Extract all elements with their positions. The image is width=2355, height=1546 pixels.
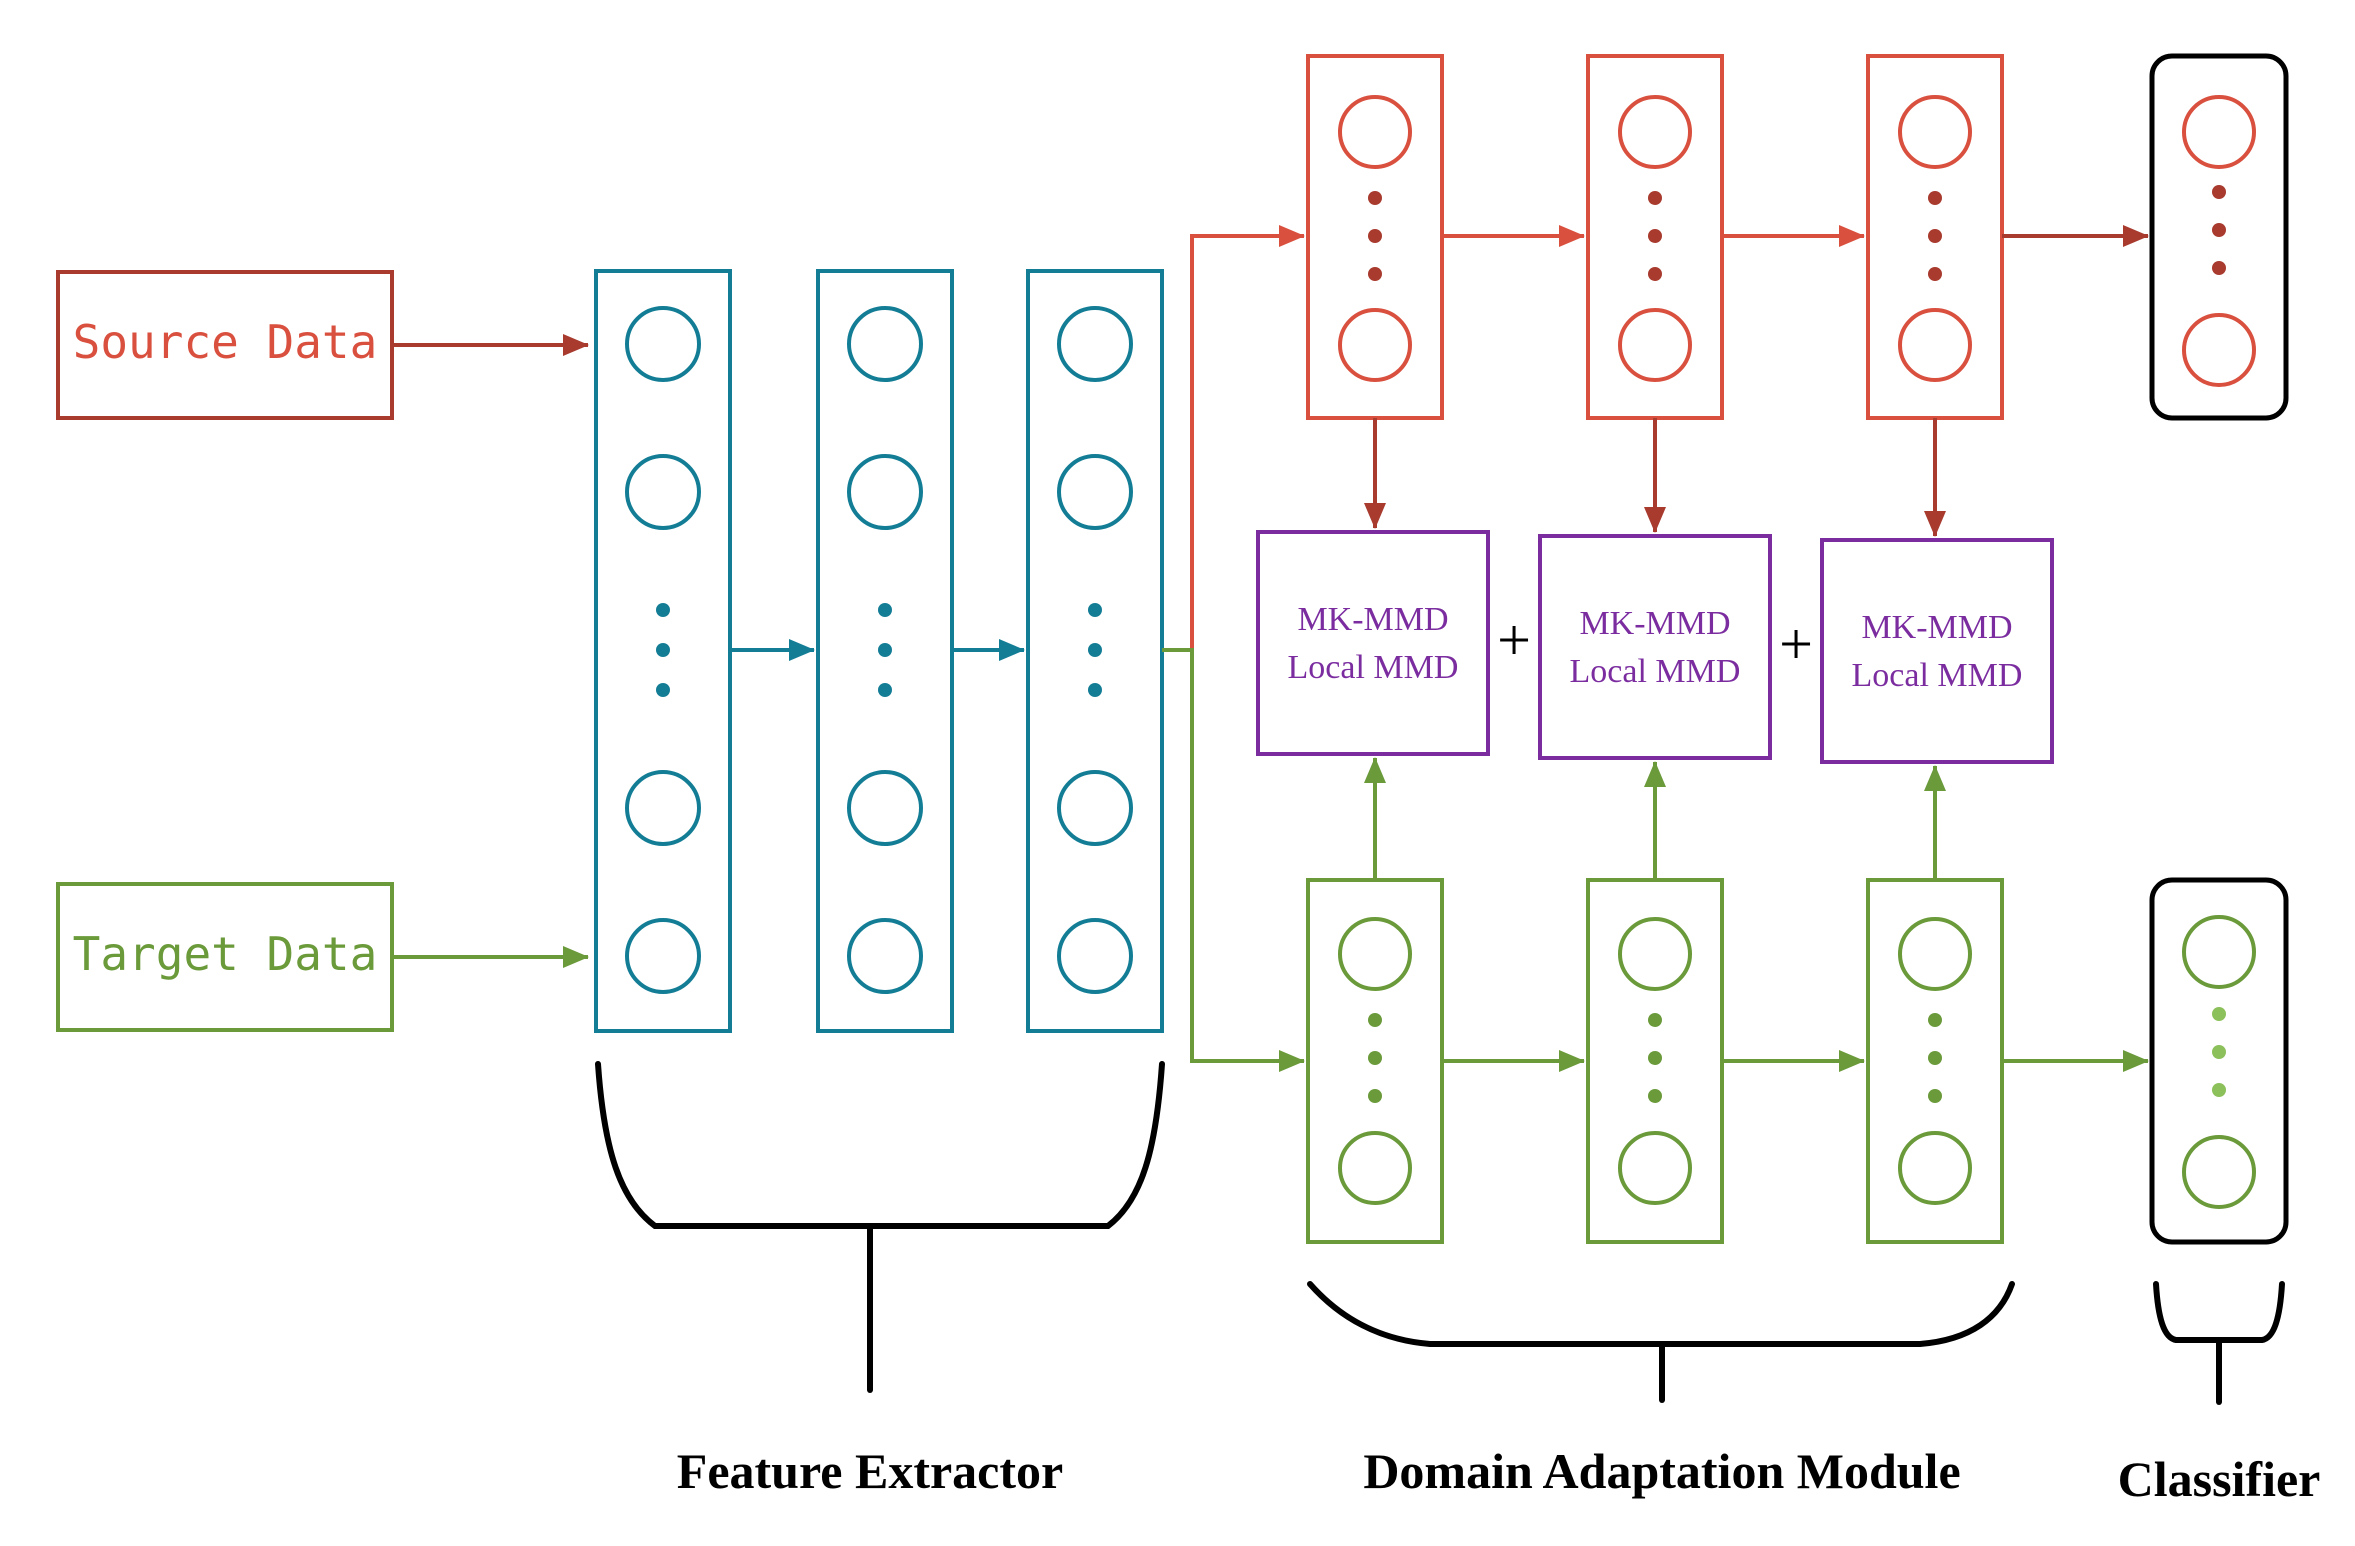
mmd-line-2: Local MMD xyxy=(1570,653,1741,690)
neuron-node xyxy=(2182,95,2256,169)
neuron-node xyxy=(2182,313,2256,387)
source-branch-line xyxy=(1162,225,1305,652)
neuron-node xyxy=(625,454,701,530)
feature-extractor-label: Feature Extractor xyxy=(677,1443,1063,1499)
ellipsis-dot xyxy=(1088,603,1102,617)
target-da-layer-1 xyxy=(1306,878,1444,1244)
source-data-box: Source Data xyxy=(56,270,394,420)
neuron-node xyxy=(1338,95,1412,169)
feature-layer-2 xyxy=(816,269,954,1033)
ellipsis-dot xyxy=(1368,1089,1382,1103)
ellipsis-dot xyxy=(1928,229,1942,243)
classifier-label: Classifier xyxy=(2118,1451,2321,1507)
feature-layer-3 xyxy=(1026,269,1164,1033)
neuron-node xyxy=(1898,308,1972,382)
ellipsis-dot xyxy=(1648,1051,1662,1065)
ellipsis-dot xyxy=(656,643,670,657)
neuron-node xyxy=(1898,917,1972,991)
source-da-layer-1 xyxy=(1306,54,1444,420)
ellipsis-dot xyxy=(656,683,670,697)
neuron-node xyxy=(1618,917,1692,991)
mmd-box-2: MK-MMD Local MMD xyxy=(1538,534,1772,760)
ellipsis-dot xyxy=(1368,1013,1382,1027)
ellipsis-dot xyxy=(2212,223,2226,237)
source-da-layer-2 xyxy=(1586,54,1724,420)
ellipsis-dot xyxy=(1648,267,1662,281)
neuron-node xyxy=(1057,770,1133,846)
ellipsis-dot xyxy=(1648,191,1662,205)
source-da-layer-3 xyxy=(1866,54,2004,420)
neuron-node xyxy=(1618,95,1692,169)
mmd-box-3: MK-MMD Local MMD xyxy=(1820,538,2054,764)
mmd-box-1: MK-MMD Local MMD xyxy=(1256,530,1490,756)
ellipsis-dot xyxy=(2212,261,2226,275)
ellipsis-dot xyxy=(1928,267,1942,281)
mmd-line-1: MK-MMD xyxy=(1297,601,1448,638)
plus-sign: + xyxy=(1779,611,1813,677)
ellipsis-dot xyxy=(1368,191,1382,205)
neuron-node xyxy=(1898,1131,1972,1205)
ellipsis-dot xyxy=(656,603,670,617)
target-classifier xyxy=(2149,877,2289,1245)
neuron-node xyxy=(625,306,701,382)
neuron-node xyxy=(2182,915,2256,989)
neuron-node xyxy=(847,454,923,530)
mmd-line-2: Local MMD xyxy=(1852,657,2023,694)
ellipsis-dot xyxy=(1648,1013,1662,1027)
ellipsis-dot xyxy=(2212,185,2226,199)
feature-layer-1 xyxy=(594,269,732,1033)
neuron-node xyxy=(1338,917,1412,991)
plus-sign: + xyxy=(1497,607,1531,673)
ellipsis-dot xyxy=(2212,1045,2226,1059)
ellipsis-dot xyxy=(1648,229,1662,243)
ellipsis-dot xyxy=(2212,1007,2226,1021)
ellipsis-dot xyxy=(2212,1083,2226,1097)
target-branch-line xyxy=(1162,648,1305,1072)
neuron-node xyxy=(1338,1131,1412,1205)
target-data-box: Target Data xyxy=(56,882,394,1032)
ellipsis-dot xyxy=(1368,1051,1382,1065)
ellipsis-dot xyxy=(1648,1089,1662,1103)
ellipsis-dot xyxy=(1928,1013,1942,1027)
ellipsis-dot xyxy=(1928,1089,1942,1103)
neuron-node xyxy=(847,306,923,382)
ellipsis-dot xyxy=(1088,683,1102,697)
neuron-node xyxy=(625,918,701,994)
ellipsis-dot xyxy=(1368,229,1382,243)
ellipsis-dot xyxy=(1928,191,1942,205)
domain-adaptation-bracket xyxy=(1307,1281,2015,1403)
ellipsis-dot xyxy=(878,643,892,657)
neuron-node xyxy=(1618,308,1692,382)
ellipsis-dot xyxy=(1368,267,1382,281)
ellipsis-dot xyxy=(1088,643,1102,657)
source-data-label: Source Data xyxy=(73,315,378,369)
ellipsis-dot xyxy=(1928,1051,1942,1065)
neuron-node xyxy=(1057,454,1133,530)
feature-extractor-bracket xyxy=(595,1061,1165,1393)
neuron-node xyxy=(1057,306,1133,382)
target-da-layer-2 xyxy=(1586,878,1724,1244)
neuron-node xyxy=(625,770,701,846)
target-da-layer-3 xyxy=(1866,878,2004,1244)
mmd-line-1: MK-MMD xyxy=(1579,605,1730,642)
target-data-label: Target Data xyxy=(73,927,378,981)
domain-adaptation-label: Domain Adaptation Module xyxy=(1363,1443,1960,1499)
neuron-node xyxy=(847,770,923,846)
neuron-node xyxy=(1338,308,1412,382)
ellipsis-dot xyxy=(878,603,892,617)
source-classifier xyxy=(2149,53,2289,421)
neuron-node xyxy=(1057,918,1133,994)
neuron-node xyxy=(847,918,923,994)
classifier-bracket xyxy=(2153,1281,2285,1405)
mmd-line-1: MK-MMD xyxy=(1861,609,2012,646)
mmd-line-2: Local MMD xyxy=(1288,649,1459,686)
neuron-node xyxy=(1618,1131,1692,1205)
neuron-node xyxy=(2182,1135,2256,1209)
neuron-node xyxy=(1898,95,1972,169)
ellipsis-dot xyxy=(878,683,892,697)
